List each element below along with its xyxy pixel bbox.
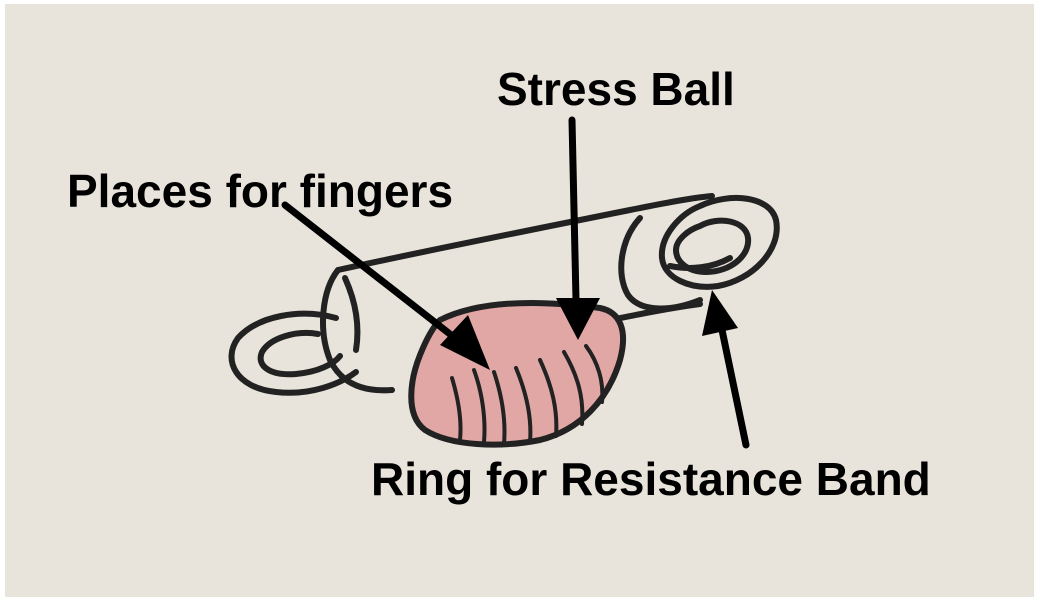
stress-ball-arrow [556, 120, 600, 340]
ring-arrow [702, 290, 746, 445]
ring-for-resistance-band-label: Ring for Resistance Band [371, 456, 931, 502]
places-for-fingers-label: Places for fingers [67, 168, 453, 214]
stress-ball-label: Stress Ball [497, 66, 735, 112]
left-ring [232, 314, 356, 393]
fingers-arrow [285, 205, 490, 370]
right-ring-sketch [662, 198, 777, 287]
